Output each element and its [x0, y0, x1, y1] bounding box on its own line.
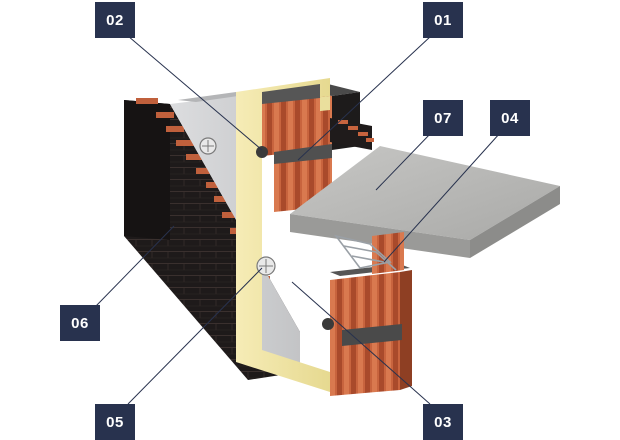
dowel-head-upper-right — [256, 146, 268, 158]
leader-line-01 — [297, 35, 432, 161]
wall-tie-anchors — [334, 234, 397, 271]
lower-ceramic-block — [330, 232, 412, 396]
callout-05: 05 — [95, 404, 135, 440]
callout-07: 07 — [423, 100, 463, 136]
callout-01: 01 — [423, 2, 463, 38]
insulation-dowel-bottom — [256, 256, 276, 276]
leader-line-04 — [383, 132, 501, 263]
callout-04: 04 — [490, 100, 530, 136]
insulation-board — [170, 92, 300, 372]
insulation-dowel-top — [199, 137, 217, 155]
upper-back-brick-steps — [330, 118, 374, 150]
leader-lines — [95, 35, 501, 405]
callout-06: 06 — [60, 305, 100, 341]
leader-line-05 — [127, 267, 263, 405]
leader-line-03 — [291, 281, 431, 405]
leader-line-07 — [375, 132, 432, 191]
leader-line-06 — [95, 225, 175, 307]
dowel-head-lower-right — [322, 318, 334, 330]
callout-02: 02 — [95, 2, 135, 38]
leader-line-02 — [127, 35, 263, 151]
callout-03: 03 — [423, 404, 463, 440]
